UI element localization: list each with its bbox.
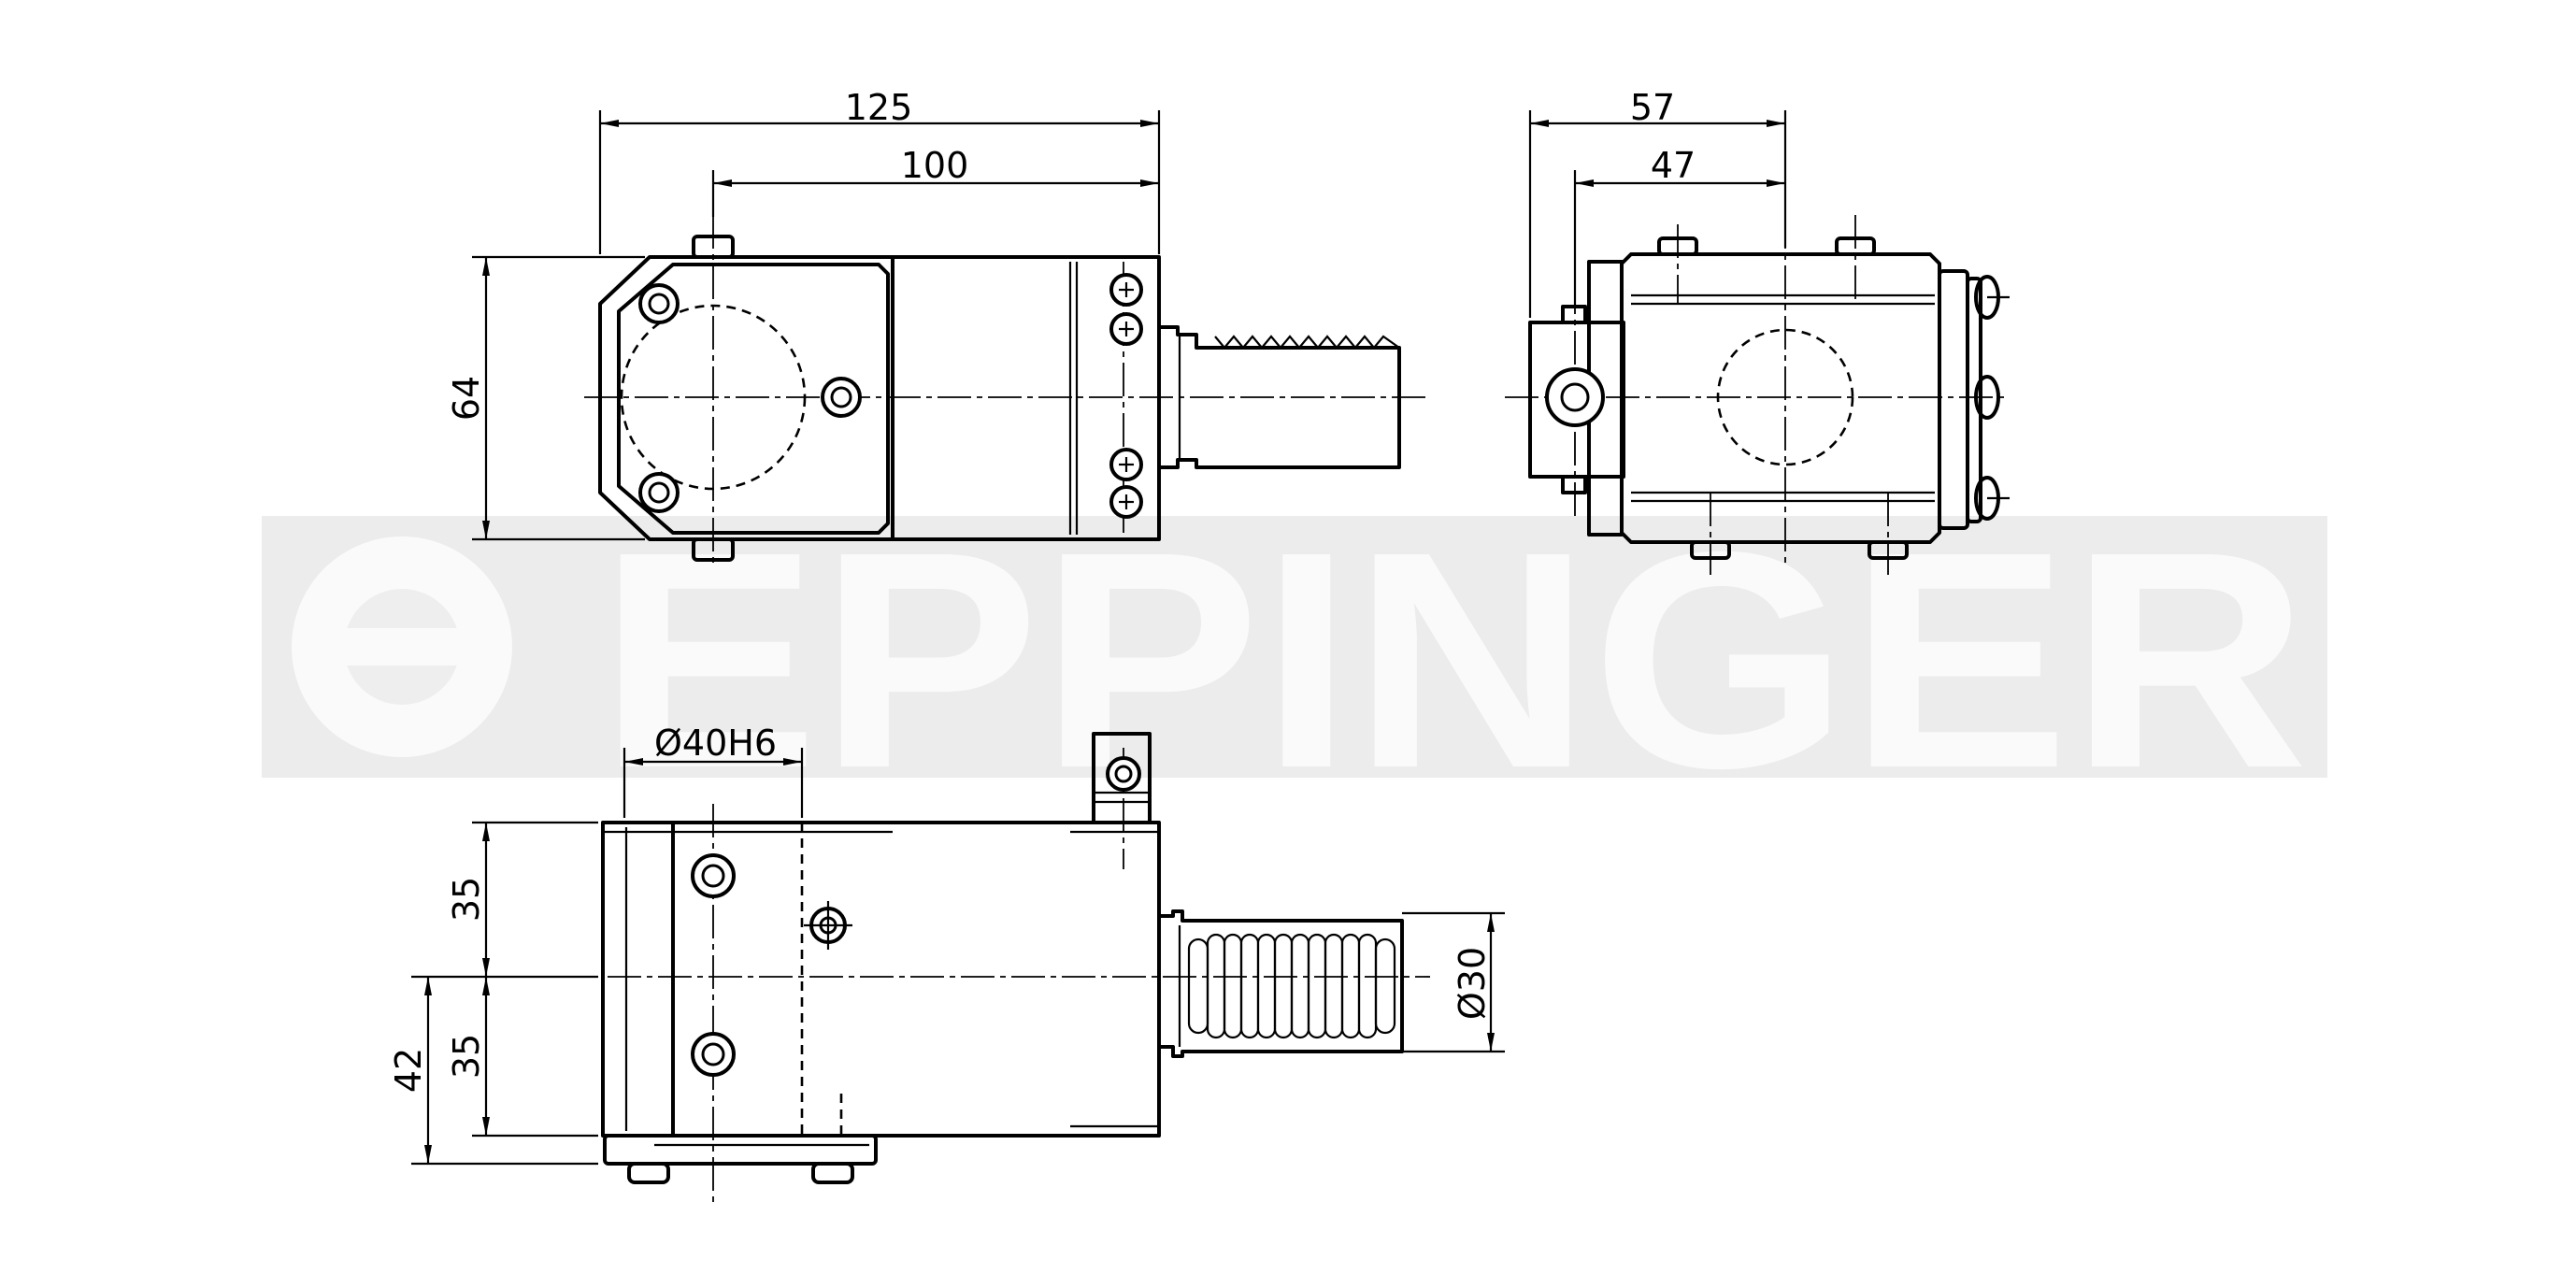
front-view-shank [1159,909,1404,1058]
eppinger-logo-icon [292,537,512,757]
front-view: Ø40H6 Ø30 35 35 42 [388,723,1505,1206]
dim-side-57: 57 [1630,87,1675,128]
dim-front-35-upper: 35 [446,877,487,922]
dim-side-47: 47 [1651,145,1696,186]
top-view-bore-hidden [620,304,807,491]
side-view-bore-hidden [1716,328,1854,466]
eppinger-watermark: EPPINGER [262,487,2327,832]
dim-front-bore: Ø40H6 [654,723,777,764]
top-view: 125 100 64 [446,87,1430,565]
side-view-clamp-screw [1545,367,1605,427]
dim-top-64: 64 [446,376,487,421]
front-view-shank-serrations [1187,933,1396,1039]
front-view-rail [603,1134,878,1166]
dim-front-35-lower: 35 [446,1034,487,1079]
top-view-clamp-plate [617,263,890,535]
dim-front-shank: Ø30 [1452,947,1493,1020]
top-view-body [598,255,1161,541]
front-view-screws [691,853,852,1077]
side-view: 57 47 [1505,87,2010,575]
watermark-text: EPPINGER [598,487,2309,832]
watermark-band [262,516,2327,778]
dim-top-125: 125 [845,87,913,128]
front-view-body [601,821,1161,1138]
top-view-screws [638,283,862,513]
dim-top-100: 100 [901,145,969,186]
top-view-shank [1159,325,1401,469]
dim-front-42: 42 [388,1048,429,1093]
top-view-small-holes [1109,273,1143,519]
front-view-top-block [1092,732,1152,824]
